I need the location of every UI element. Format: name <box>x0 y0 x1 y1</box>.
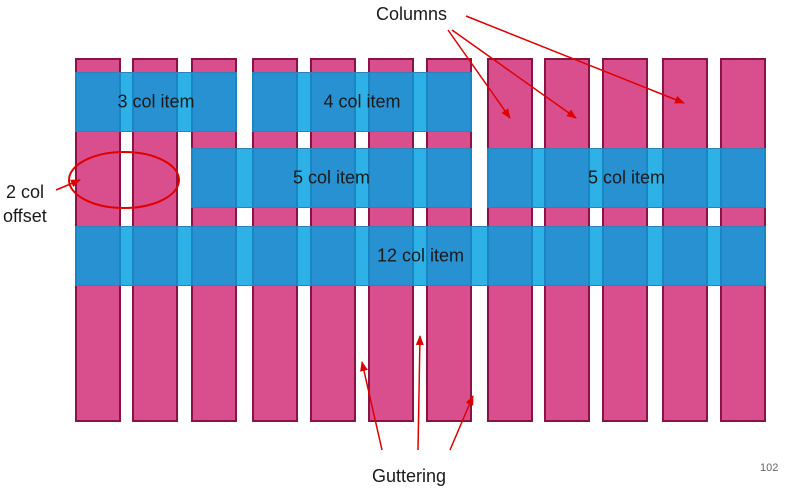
5-col-item-right: 5 col item <box>487 148 766 208</box>
5-col-item-left-label: 5 col item <box>292 167 371 188</box>
5-col-item-right-label: 5 col item <box>587 167 666 188</box>
columns-label: Columns <box>376 4 448 24</box>
3-col-item: 3 col item <box>75 72 237 132</box>
4-col-item-label: 4 col item <box>323 91 401 112</box>
offset-label-line1: 2 col <box>6 182 45 202</box>
guttering-label: Guttering <box>372 466 447 486</box>
offset-label-line2: offset <box>3 206 47 226</box>
gutter-arrow-2 <box>415 335 424 451</box>
3-col-item-label: 3 col item <box>117 91 195 112</box>
12-col-item: 12 col item <box>75 226 766 286</box>
12-col-item-label: 12 col item <box>376 245 465 266</box>
5-col-item-left: 5 col item <box>191 148 472 208</box>
4-col-item: 4 col item <box>252 72 472 132</box>
page-number: 102 <box>760 462 779 474</box>
